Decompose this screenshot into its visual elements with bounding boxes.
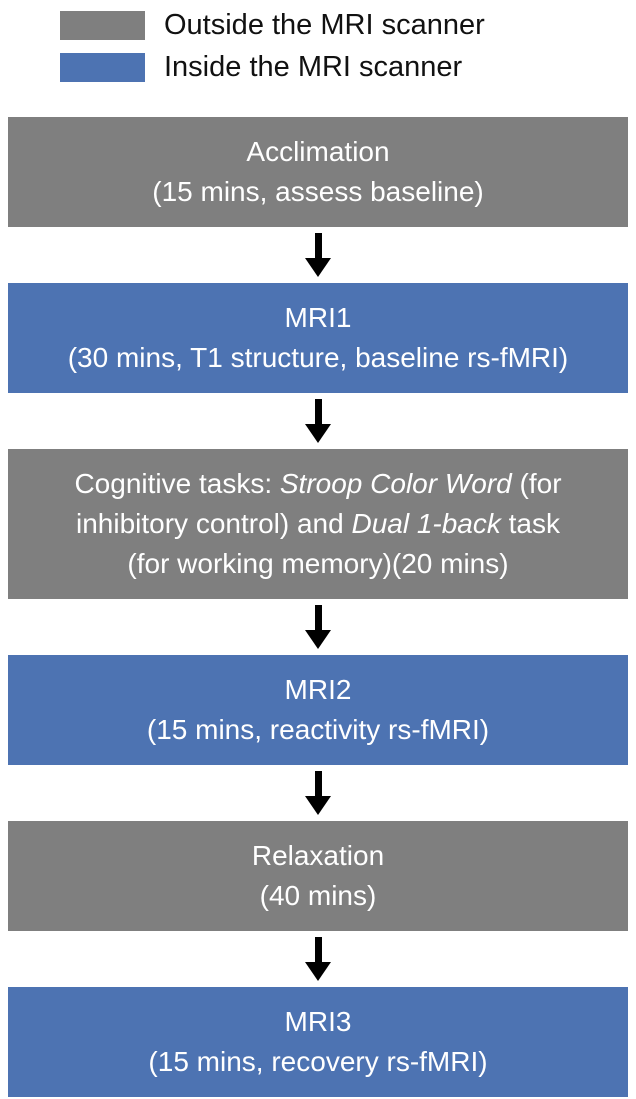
text-segment: Acclimation [246, 136, 390, 167]
box-mri1-line-1: MRI1 [285, 298, 352, 338]
arrow-head [305, 424, 331, 443]
box-mri2-line-1: MRI2 [285, 670, 352, 710]
text-segment: MRI3 [284, 1006, 352, 1037]
box-cognitive-tasks: Cognitive tasks: Stroop Color Word (for … [8, 449, 628, 599]
down-arrow-icon [0, 931, 636, 987]
outside-color-swatch [60, 10, 145, 40]
arrow-stem [314, 605, 322, 630]
arrow-head [305, 630, 331, 649]
text-segment: (30 mins, T1 structure, baseline rs-fMRI… [67, 342, 569, 373]
down-arrow-icon [0, 765, 636, 821]
box-relaxation-line-1: Relaxation [252, 836, 384, 876]
arrow-stem [314, 399, 322, 424]
text-segment: MRI2 [284, 674, 352, 705]
text-segment: Dual 1-back [351, 508, 501, 539]
arrow-stem [314, 233, 322, 258]
box-acclimation-line-1: Acclimation [246, 132, 389, 172]
legend-item-outside: Outside the MRI scanner [60, 8, 636, 42]
down-arrow-icon [0, 227, 636, 283]
box-mri3: MRI3 (15 mins, recovery rs-fMRI) [8, 987, 628, 1097]
arrow-stem [314, 771, 322, 796]
box-relaxation: Relaxation (40 mins) [8, 821, 628, 931]
box-cognitive-tasks-line-3: (for working memory)(20 mins) [127, 544, 508, 584]
protocol-flowchart: Acclimation (15 mins, assess baseline) M… [0, 117, 636, 1097]
text-segment: MRI1 [284, 302, 352, 333]
box-mri3-line-1: MRI3 [285, 1002, 352, 1042]
box-mri1: MRI1 (30 mins, T1 structure, baseline rs… [8, 283, 628, 393]
box-acclimation: Acclimation (15 mins, assess baseline) [8, 117, 628, 227]
text-segment: Stroop Color Word [279, 468, 512, 499]
down-arrow-icon [0, 599, 636, 655]
text-segment: task [500, 508, 561, 539]
text-segment: (15 mins, reactivity rs-fMRI) [146, 714, 490, 745]
legend-label-inside: Inside the MRI scanner [164, 50, 463, 83]
inside-color-swatch [60, 52, 145, 82]
arrow-head [305, 962, 331, 981]
box-cognitive-tasks-line-1: Cognitive tasks: Stroop Color Word (for [74, 464, 561, 504]
arrow-stem [314, 937, 322, 962]
box-mri1-line-2: (30 mins, T1 structure, baseline rs-fMRI… [68, 338, 569, 378]
box-acclimation-line-2: (15 mins, assess baseline) [152, 172, 483, 212]
legend-item-inside: Inside the MRI scanner [60, 50, 636, 84]
box-relaxation-line-2: (40 mins) [260, 876, 377, 916]
box-mri3-line-2: (15 mins, recovery rs-fMRI) [148, 1042, 487, 1082]
text-segment: (15 mins, recovery rs-fMRI) [148, 1046, 488, 1077]
text-segment: (15 mins, assess baseline) [152, 176, 484, 207]
text-segment: (40 mins) [259, 880, 377, 911]
text-segment: (for [511, 468, 562, 499]
text-segment: Relaxation [251, 840, 385, 871]
down-arrow-icon [0, 393, 636, 449]
arrow-head [305, 258, 331, 277]
legend-label-outside: Outside the MRI scanner [164, 8, 485, 41]
legend: Outside the MRI scanner Inside the MRI s… [0, 0, 636, 84]
box-mri2: MRI2 (15 mins, reactivity rs-fMRI) [8, 655, 628, 765]
text-segment: (for working memory)(20 mins) [127, 548, 509, 579]
text-segment: inhibitory control) and [75, 508, 352, 539]
box-mri2-line-2: (15 mins, reactivity rs-fMRI) [147, 710, 489, 750]
arrow-head [305, 796, 331, 815]
text-segment: Cognitive tasks: [74, 468, 280, 499]
box-cognitive-tasks-line-2: inhibitory control) and Dual 1-back task [76, 504, 560, 544]
